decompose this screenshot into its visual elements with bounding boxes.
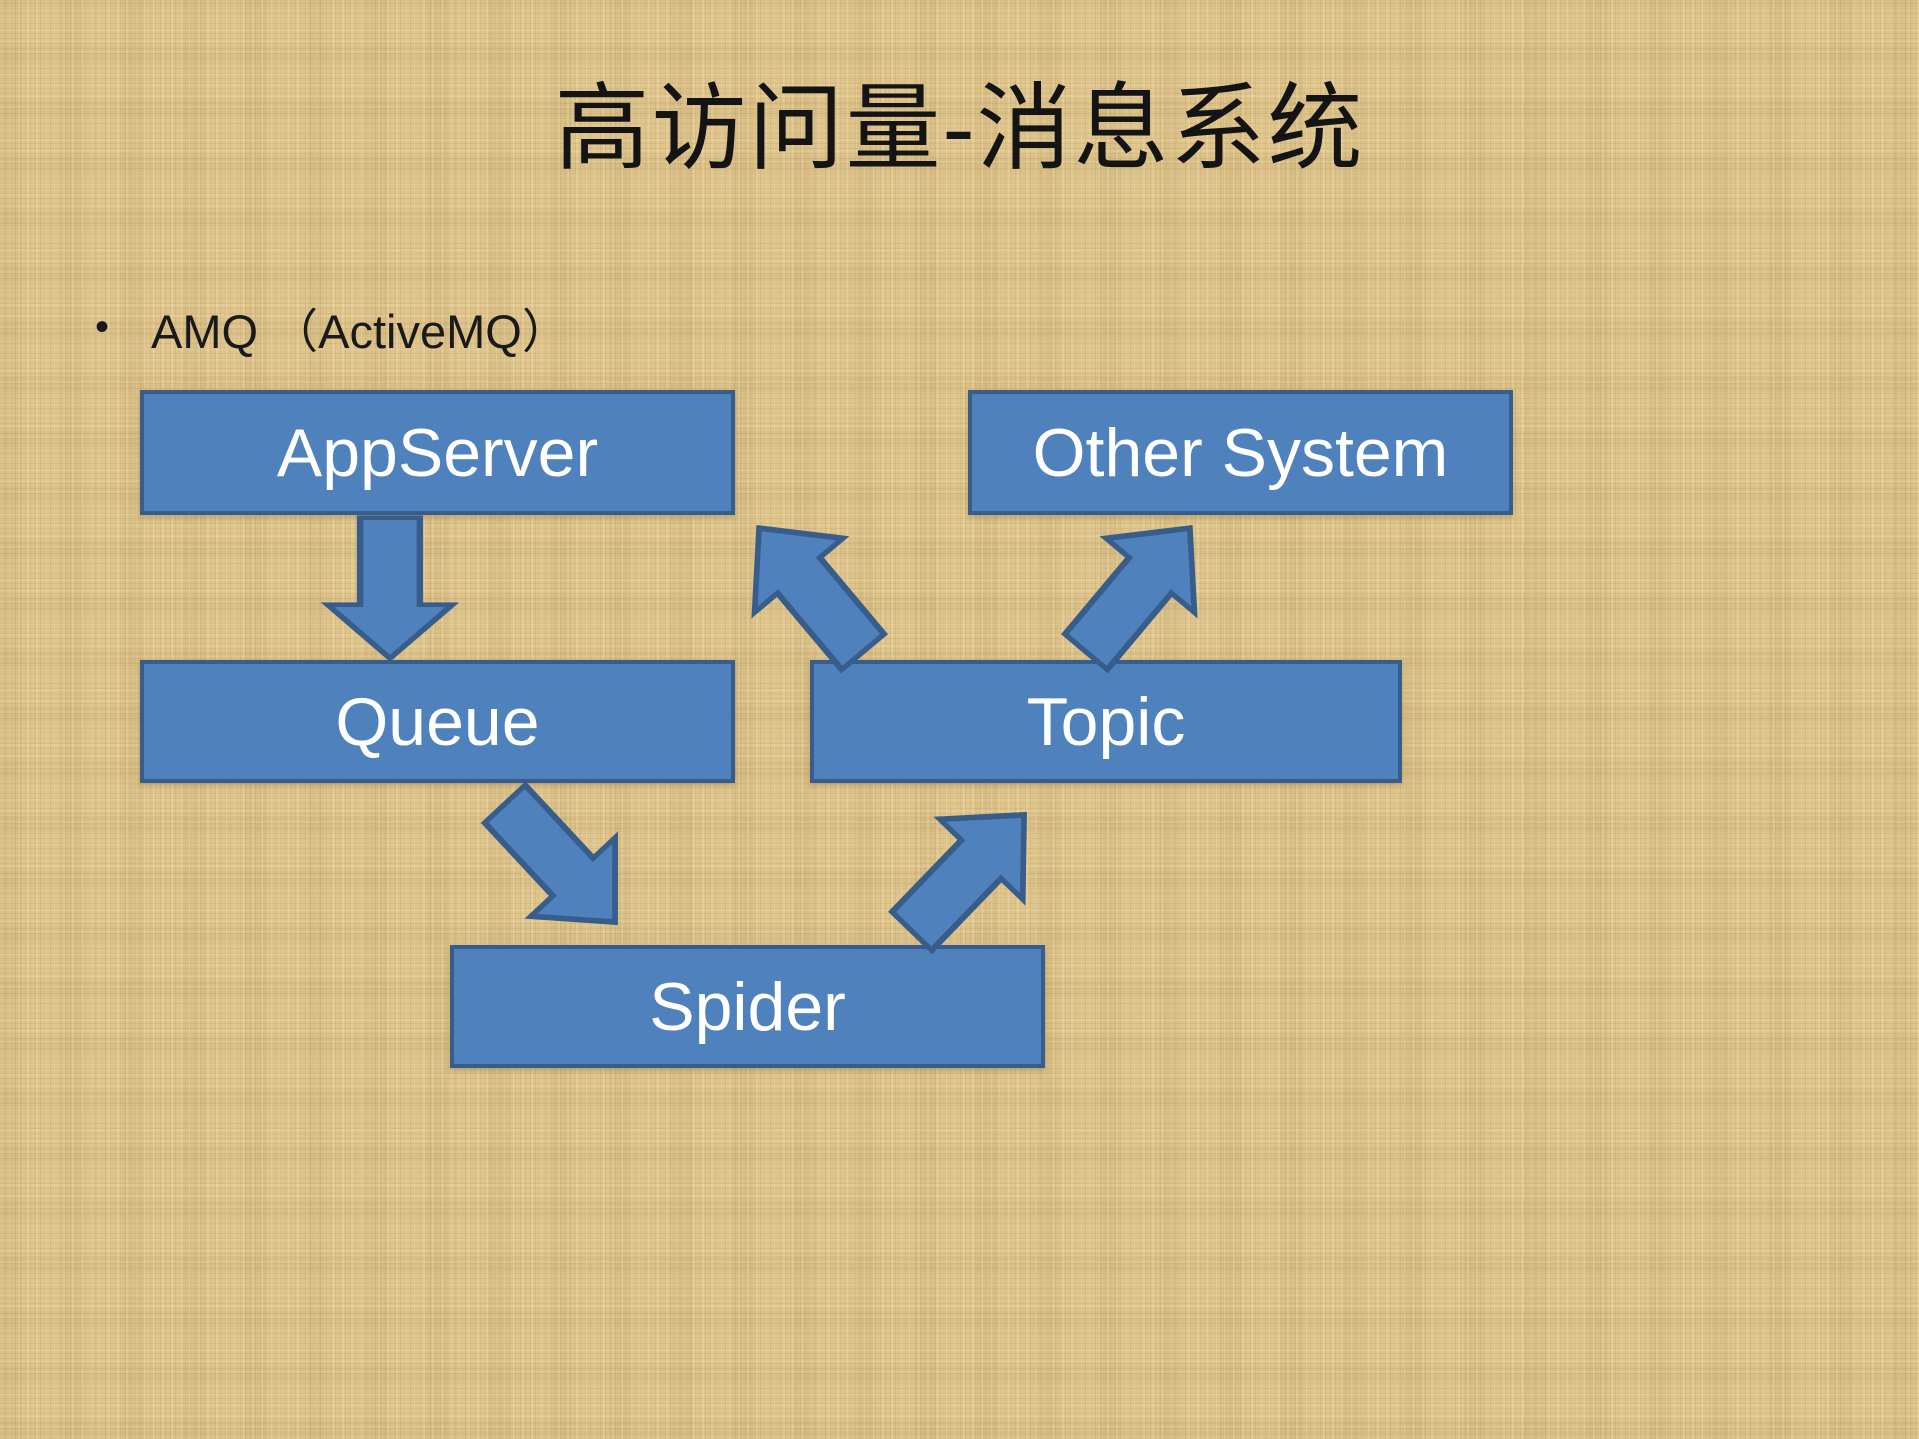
node-queue: Queue [140,660,735,783]
bullet-marker: • [95,305,110,349]
node-appserver-label: AppServer [276,414,599,491]
node-topic-label: Topic [1026,683,1186,760]
node-topic: Topic [810,660,1402,783]
node-spider-label: Spider [649,968,846,1045]
arrow-topic-to-other-system-icon [1037,486,1238,693]
arrow-queue-to-spider-icon [458,760,662,966]
bullet-text: AMQ （ActiveMQ） [151,305,569,358]
arrow-topic-up-left-icon [710,486,911,693]
bullet-item: • AMQ （ActiveMQ） [95,293,569,362]
node-other-system: Other System [968,390,1513,515]
arrow-spider-to-topic-icon [866,770,1070,976]
arrow-appserver-to-queue-icon [320,514,460,662]
slide-title: 高访问量-消息系统 [554,74,1365,184]
node-queue-label: Queue [335,683,540,760]
node-spider: Spider [450,945,1045,1068]
node-appserver: AppServer [140,390,735,515]
node-other-system-label: Other System [1032,414,1449,491]
